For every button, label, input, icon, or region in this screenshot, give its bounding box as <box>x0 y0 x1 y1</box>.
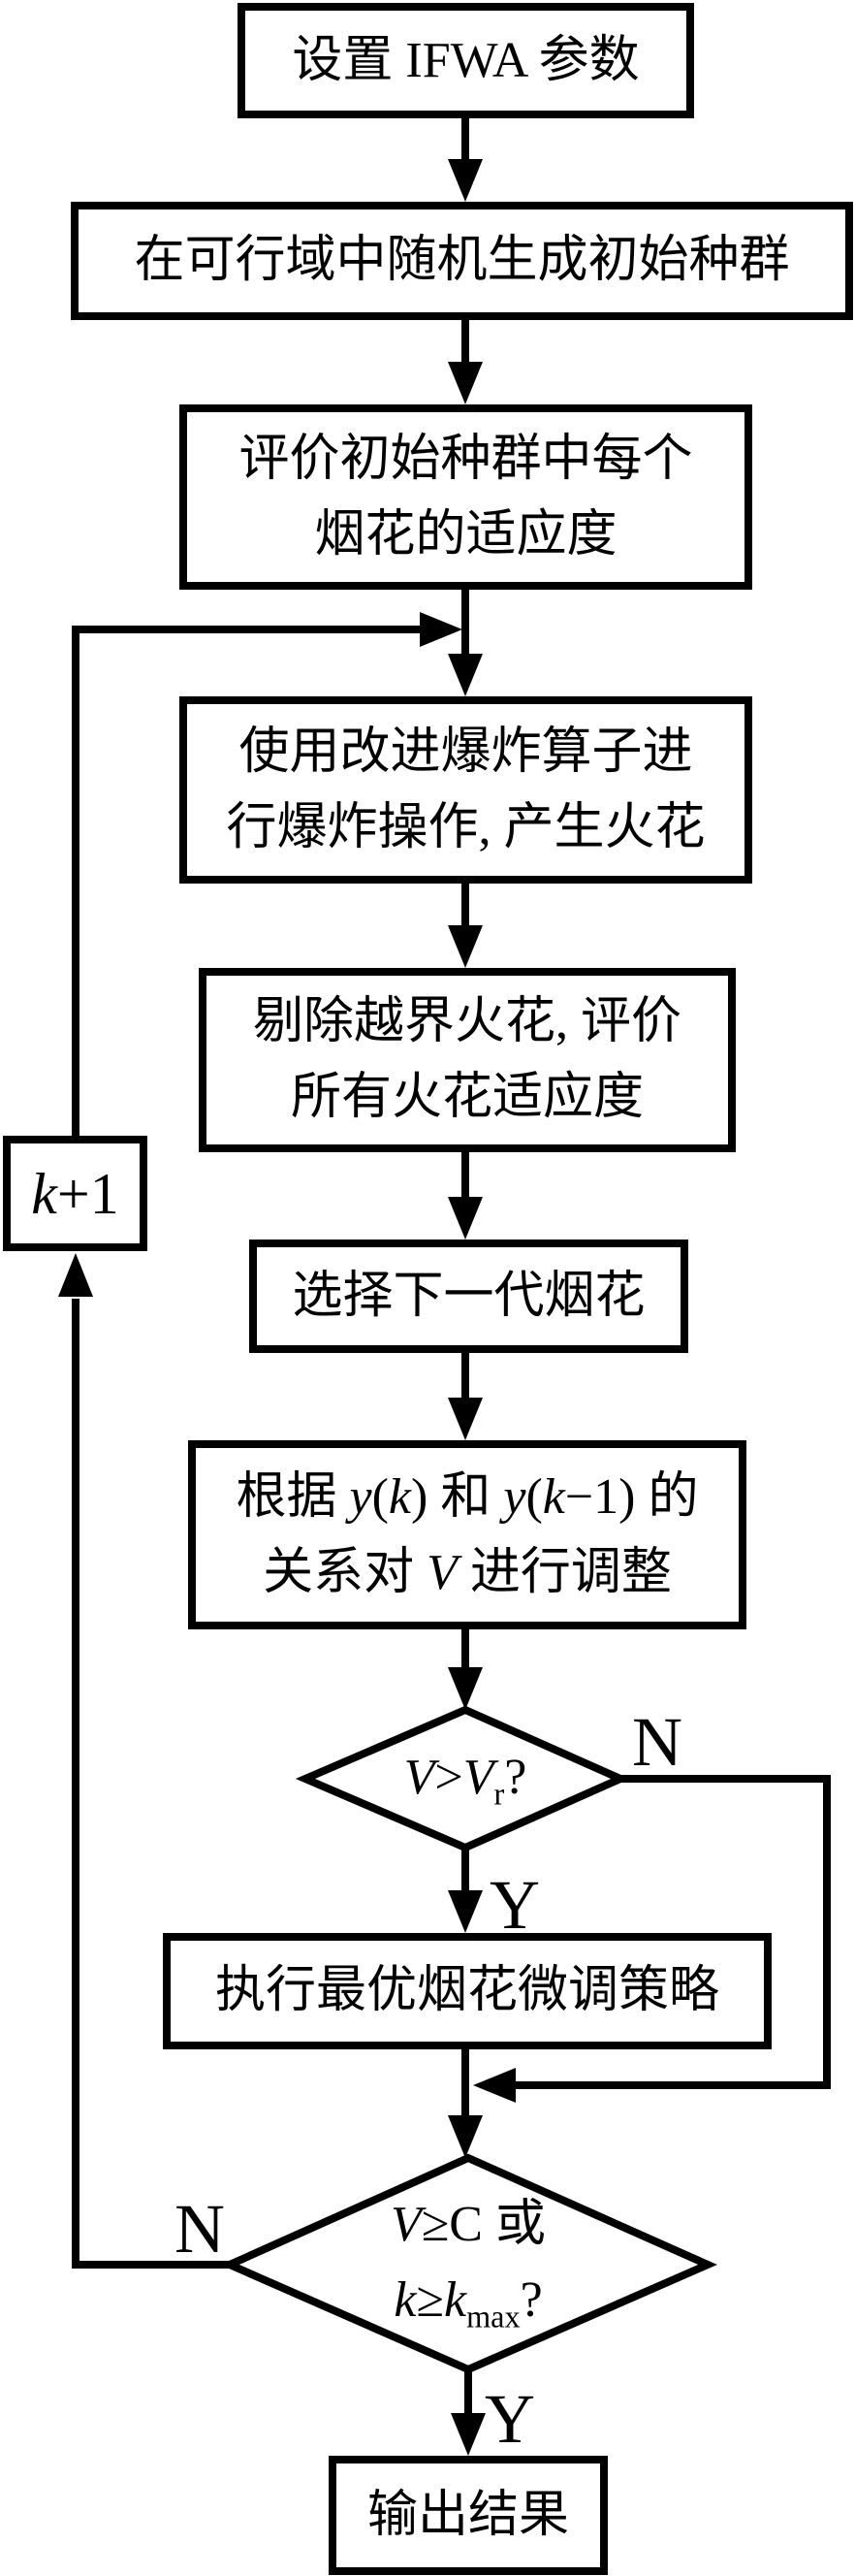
edge-line <box>516 1775 831 2089</box>
node-output-result: 输出结果 <box>329 2456 608 2575</box>
edge-explosion-to-prune <box>448 884 483 968</box>
edge-incrementk-loop-return <box>72 612 462 1136</box>
decision-label-v-threshold: V>Vr? <box>310 1735 620 1822</box>
edge-select-to-adjust <box>448 1353 483 1440</box>
edge-evaluate-to-explosion <box>448 590 483 696</box>
edge-adjust-to-vcheck <box>448 1629 483 1710</box>
node-evaluate-initial: 评价初始种群中每个烟花的适应度 <box>179 404 752 590</box>
node-label: 执行最优烟花微调策略 <box>214 1963 719 2018</box>
edge-prune-to-select <box>448 1152 483 1240</box>
arrowhead-down-icon <box>448 2115 483 2158</box>
edge-line <box>72 626 421 1136</box>
edge-vcheck-yes-to-finetune <box>448 1848 483 1933</box>
decision-diamond-termination <box>220 2153 717 2374</box>
arrowhead-down-icon <box>448 1667 483 1710</box>
edge-set-to-init <box>448 118 483 202</box>
arrowhead-down-icon <box>448 159 483 202</box>
node-label: 根据 y(k) 和 y(k−1) 的关系对 V 进行调整 <box>236 1468 699 1600</box>
node-label: 输出结果 <box>366 2487 569 2543</box>
node-label: 选择下一代烟花 <box>292 1268 646 1324</box>
edge-line <box>72 1299 230 2269</box>
arrowhead-up-icon <box>58 1253 93 1297</box>
arrowhead-down-icon <box>448 1197 483 1240</box>
decision-text: V>Vr? <box>403 1750 527 1812</box>
arrowhead-down-icon <box>451 2413 486 2456</box>
node-increment-k: k+1 <box>3 1136 147 1251</box>
arrowhead-right-icon <box>420 612 462 647</box>
arrowhead-down-icon <box>448 1398 483 1440</box>
edge-init-to-evaluate <box>448 320 483 404</box>
branch-label-termination-yes: Y <box>485 2380 535 2458</box>
node-prune-sparks: 剔除越界火花, 评价所有火花适应度 <box>199 968 736 1152</box>
node-adjust-v: 根据 y(k) 和 y(k−1) 的关系对 V 进行调整 <box>188 1440 746 1629</box>
decision-diamond-v-threshold <box>295 1705 630 1852</box>
node-label: 使用改进爆炸算子进行爆炸操作, 产生火花 <box>226 724 706 855</box>
node-explosion-operator: 使用改进爆炸算子进行爆炸操作, 产生火花 <box>179 696 752 884</box>
arrowhead-down-icon <box>448 654 483 696</box>
arrowhead-down-icon <box>448 1890 483 1933</box>
arrowhead-down-icon <box>448 925 483 968</box>
node-select-next-gen: 选择下一代烟花 <box>249 1240 688 1353</box>
branch-label-termination-no: N <box>174 2190 225 2268</box>
edge-termination-yes-to-output <box>451 2369 486 2456</box>
node-label: k+1 <box>31 1161 119 1226</box>
edge-termination-no-to-incrementk <box>58 1253 230 2269</box>
branch-label-vcheck-no: N <box>632 1703 682 1781</box>
node-set-params: 设置 IFWA 参数 <box>238 3 694 118</box>
edge-finetune-to-termination <box>448 2049 483 2158</box>
node-init-population: 在可行域中随机生成初始种群 <box>71 202 853 320</box>
node-label: 剔除越界火花, 评价所有火花适应度 <box>252 994 681 1125</box>
node-fine-tune-best: 执行最优烟花微调策略 <box>163 1933 772 2049</box>
node-label: 设置 IFWA 参数 <box>292 32 640 88</box>
node-label: 在可行域中随机生成初始种群 <box>134 233 790 288</box>
branch-label-vcheck-yes: Y <box>490 1866 540 1944</box>
node-label: 评价初始种群中每个烟花的适应度 <box>238 431 693 563</box>
arrowhead-down-icon <box>448 362 483 404</box>
edge-vcheck-no-bypass <box>473 1775 831 2103</box>
arrowhead-left-icon <box>473 2068 516 2103</box>
